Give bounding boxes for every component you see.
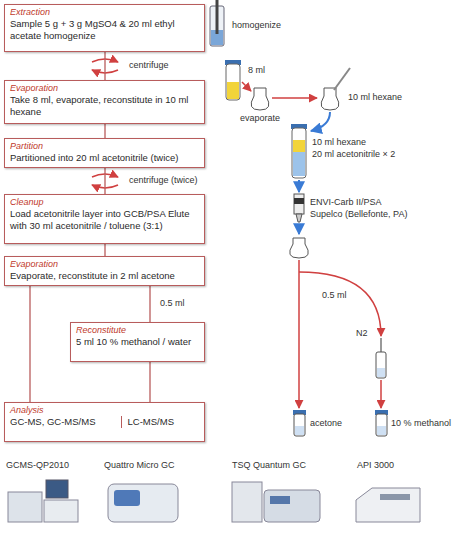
illustration-label: 10 ml hexane: [348, 92, 402, 103]
instrument-name: GCMS-QP2010: [6, 460, 69, 471]
step-heading: Analysis: [10, 405, 199, 416]
flow-line: [104, 168, 105, 194]
step-text: Partitioned into 20 ml acetonitrile (twi…: [10, 152, 199, 164]
process-box: PartitionPartitioned into 20 ml acetonit…: [4, 138, 205, 168]
illustration-label: 20 ml acetonitrile × 2: [312, 149, 395, 160]
illustration-label: 10 ml hexane: [312, 137, 366, 148]
step-text: Evaporate, reconstitute in 2 ml acetone: [10, 270, 199, 282]
step-heading: Partition: [10, 141, 199, 152]
instrument-name: Quattro Micro GC: [104, 460, 175, 471]
illustration-label: 8 ml: [248, 65, 265, 76]
process-box: EvaporationTake 8 ml, evaporate, reconst…: [4, 80, 205, 124]
illustration-label: 10 % methanol: [391, 418, 451, 429]
step-text: Load acetonitrile layer into GCB/PSA Elu…: [10, 208, 199, 231]
step-heading: Evaporation: [10, 83, 199, 94]
instrument-name: TSQ Quantum GC: [232, 460, 306, 471]
illustration-label: homogenize: [232, 20, 281, 31]
step-heading: Extraction: [10, 7, 199, 18]
step-text: Take 8 ml, evaporate, reconstitute in 10…: [10, 94, 199, 117]
process-box: Reconstitute5 ml 10 % methanol / water: [70, 322, 205, 362]
flow-line: [29, 286, 30, 402]
step-text: Sample 5 g + 3 g MgSO4 & 20 ml ethyl ace…: [10, 18, 199, 41]
illustration-label: N2: [356, 328, 368, 339]
split-row: GC-MS, GC-MS/MSLC-MS/MS: [10, 416, 199, 428]
step-text: GC-MS, GC-MS/MS: [10, 416, 121, 428]
process-box: EvaporationEvaporate, reconstitute in 2 …: [4, 256, 205, 286]
step-text: LC-MS/MS: [121, 416, 199, 428]
instrument-name: API 3000: [357, 460, 394, 471]
process-box: ExtractionSample 5 g + 3 g MgSO4 & 20 ml…: [4, 4, 205, 52]
illustration-label: 0.5 ml: [322, 290, 347, 301]
flow-line: [104, 244, 105, 256]
step-heading: Reconstitute: [76, 325, 199, 336]
process-box: CleanupLoad acetonitrile layer into GCB/…: [4, 194, 205, 244]
flow-line: [149, 286, 150, 322]
illustration-label: evaporate: [240, 113, 280, 124]
step-note: 0.5 ml: [158, 298, 187, 309]
step-heading: Evaporation: [10, 259, 199, 270]
illustration-label: acetone: [310, 418, 342, 429]
flow-line: [149, 362, 150, 402]
process-box: AnalysisGC-MS, GC-MS/MSLC-MS/MS: [4, 402, 205, 442]
illustration-label: ENVI-Carb II/PSA: [310, 197, 382, 208]
flow-line: [104, 124, 105, 138]
step-text: 5 ml 10 % methanol / water: [76, 336, 199, 348]
step-heading: Cleanup: [10, 197, 199, 208]
illustration-label: Supelco (Bellefonte, PA): [310, 209, 407, 220]
step-note: centrifuge: [127, 60, 171, 71]
step-note: centrifuge (twice): [127, 175, 200, 186]
flow-line: [104, 52, 105, 80]
